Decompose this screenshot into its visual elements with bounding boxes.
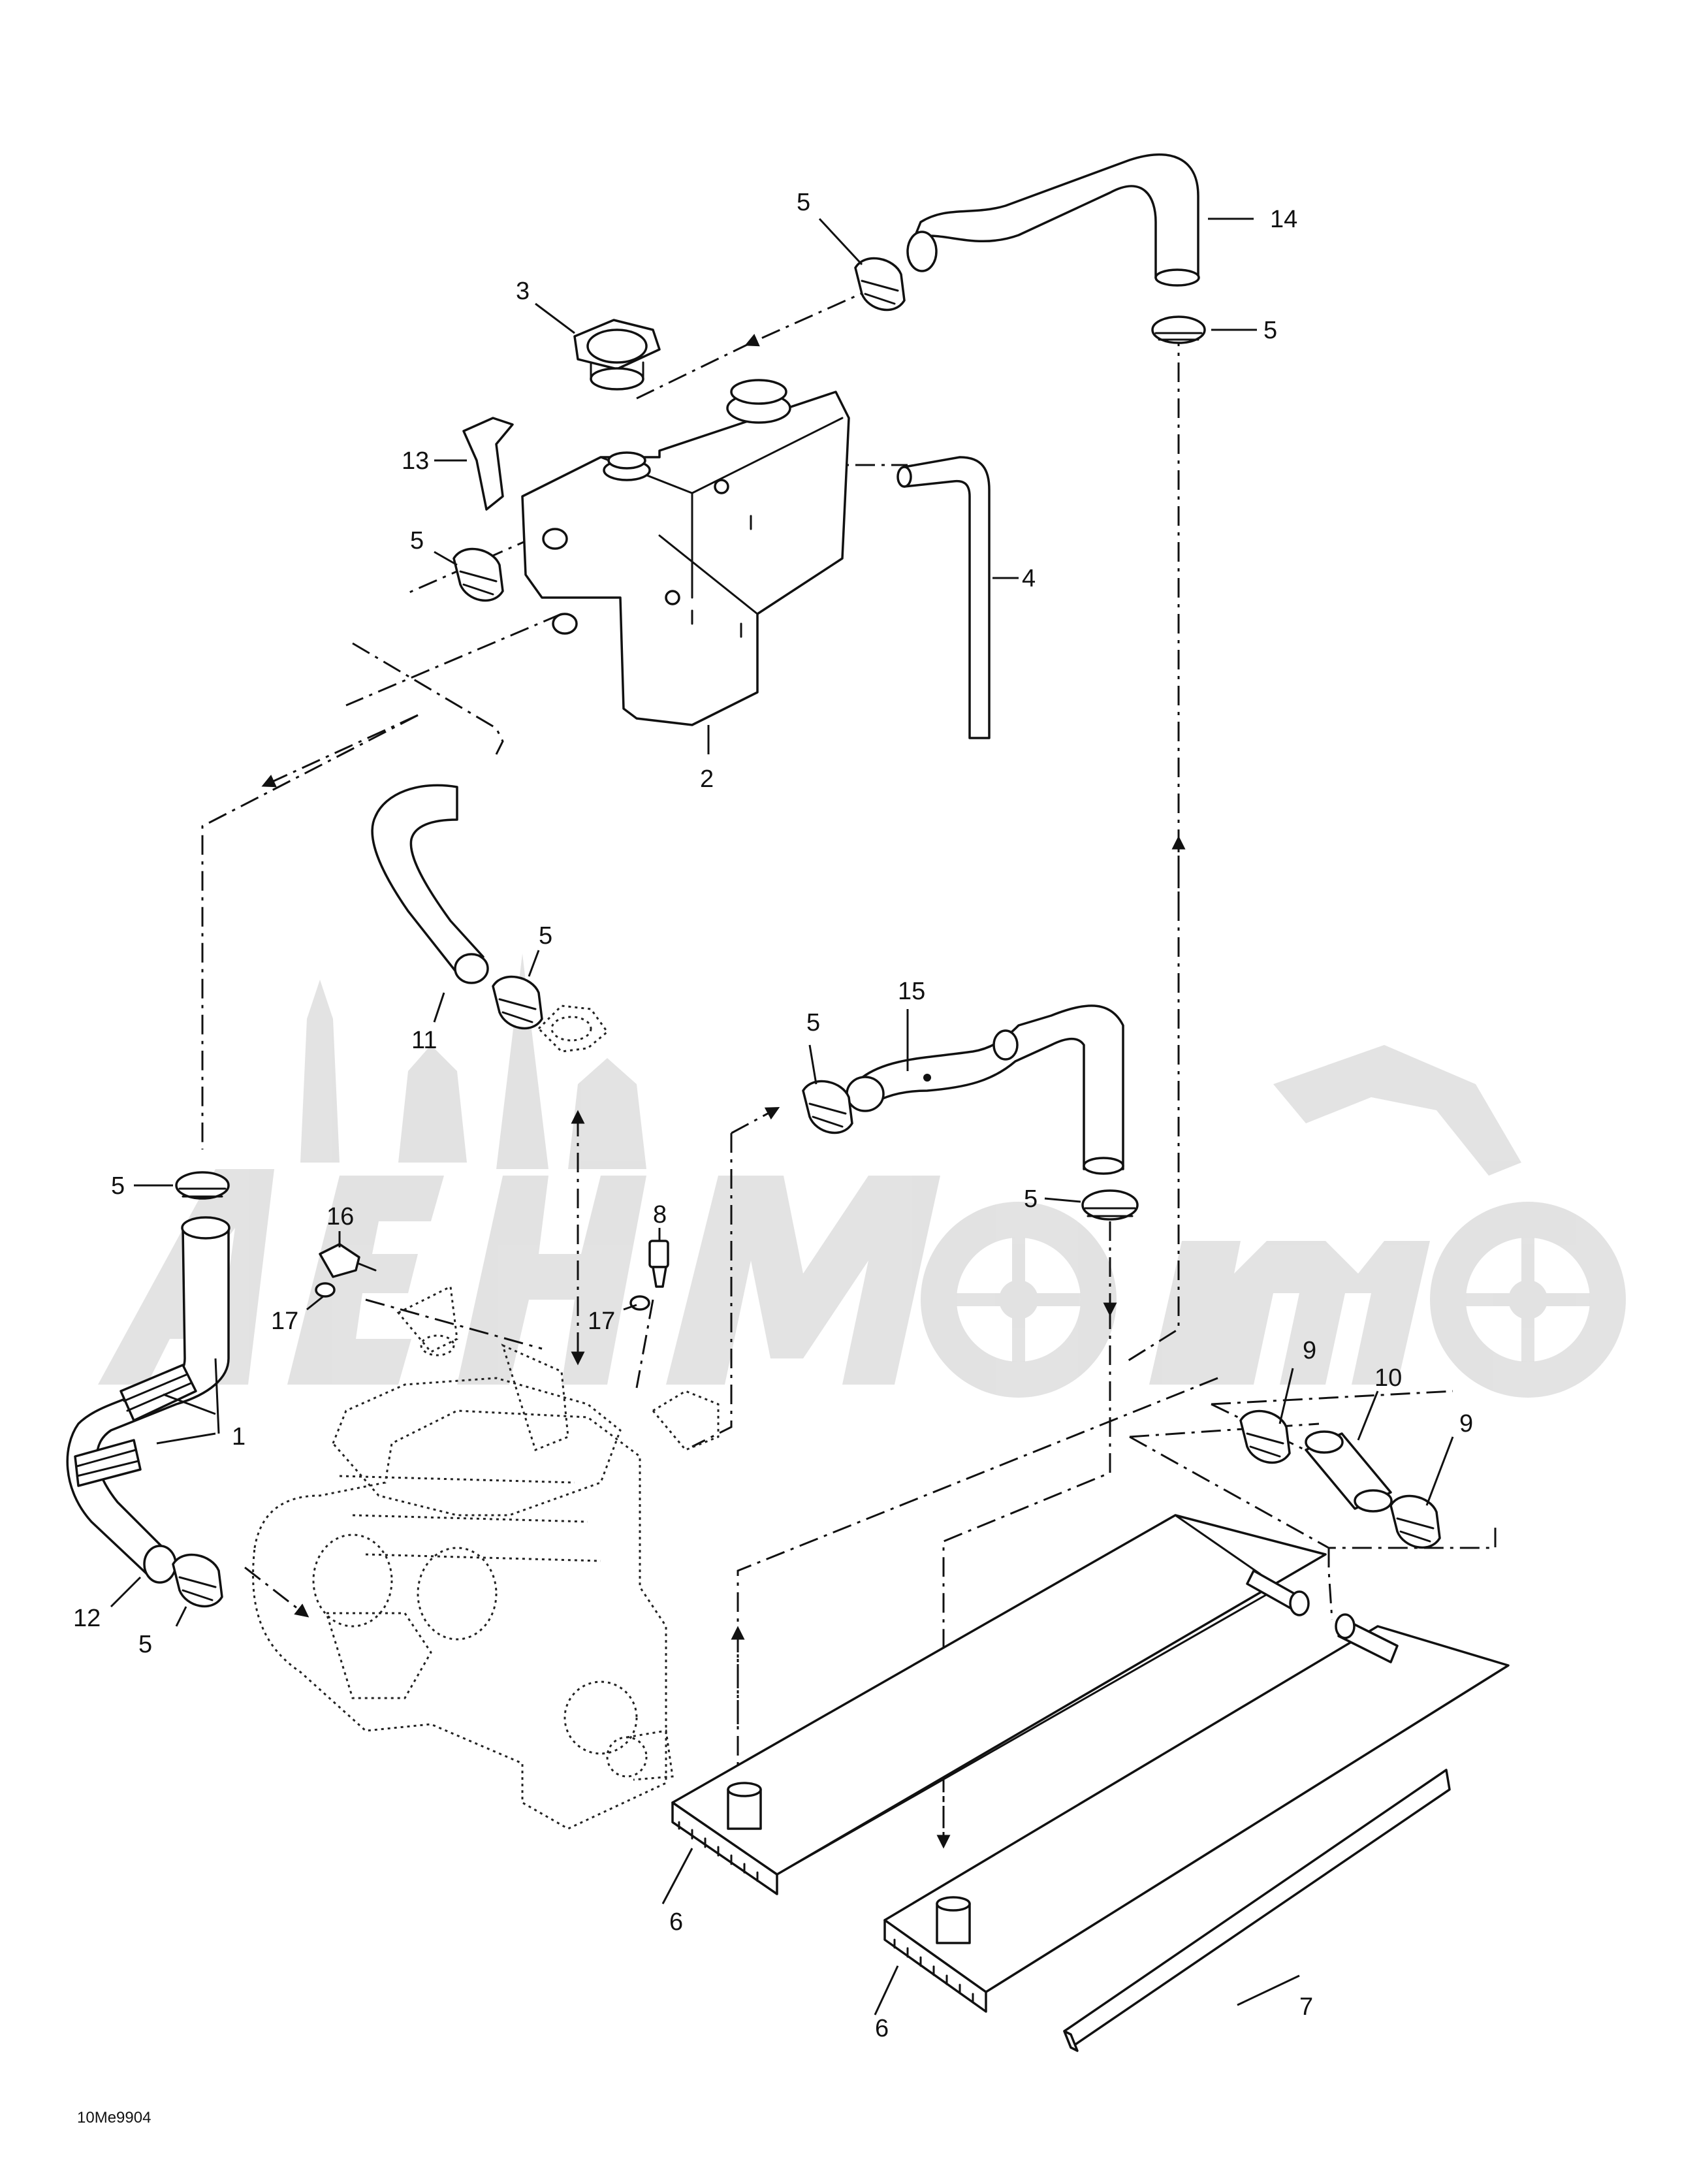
callout-11: 11 <box>411 1027 437 1054</box>
part-9-clamp-right <box>1389 1494 1441 1549</box>
part-16-temperature-sensor <box>319 1243 377 1278</box>
callout-15: 15 <box>898 978 925 1005</box>
part-5-clamp-hose15-lower <box>1081 1189 1139 1221</box>
callout-13: 13 <box>402 447 429 475</box>
callout-labels: 1 2 3 4 5 5 5 5 5 5 5 5 6 6 7 8 9 9 10 1… <box>73 189 1473 2042</box>
engine-block <box>252 1285 720 1830</box>
callout-2: 2 <box>700 765 714 793</box>
part-5-clamp-top-right <box>1151 315 1206 344</box>
callout-6-lower: 6 <box>875 2015 889 2042</box>
part-10-connector-tube <box>1305 1430 1393 1513</box>
callout-4: 4 <box>1022 565 1036 592</box>
watermark-wheel-spokes <box>957 1238 1590 1362</box>
part-5-clamp-hose11 <box>492 975 543 1030</box>
callout-6-upper: 6 <box>669 1908 683 1936</box>
callout-5-left: 5 <box>111 1172 125 1200</box>
callout-14: 14 <box>1270 206 1297 233</box>
thermostat-housing <box>537 1004 609 1053</box>
callout-9-left: 9 <box>1303 1337 1316 1364</box>
part-15-hose <box>846 1004 1124 1175</box>
part-7-rail <box>1063 1769 1451 2052</box>
callout-5-hose11: 5 <box>539 922 552 950</box>
part-5-clamp-reservoir <box>452 547 504 602</box>
watermark-logo <box>98 954 1626 1398</box>
part-2-coolant-reservoir <box>521 379 850 726</box>
part-3-radiator-cap <box>573 319 661 391</box>
drawing-reference-code: 10Me9904 <box>77 2109 151 2127</box>
callout-7: 7 <box>1299 1993 1313 2021</box>
part-8-sensor <box>648 1240 669 1288</box>
part-5-clamp-left <box>175 1171 230 1200</box>
part-11-hose <box>371 784 489 984</box>
callout-5-top: 5 <box>797 189 810 216</box>
part-1-hose-sleeves <box>74 1364 197 1487</box>
callout-leader-lines <box>110 217 1454 2015</box>
part-13-strap <box>462 417 514 511</box>
callout-12: 12 <box>73 1605 101 1632</box>
callout-1: 1 <box>232 1423 246 1451</box>
part-5-clamp-bottom-left <box>172 1553 223 1608</box>
part-4-overflow-tube <box>897 456 991 739</box>
callout-3: 3 <box>516 278 530 305</box>
callout-5-reservoir: 5 <box>410 527 424 554</box>
part-17-washer-left <box>315 1282 336 1298</box>
callout-10: 10 <box>1374 1364 1402 1392</box>
part-5-clamp-hose15 <box>802 1080 853 1134</box>
part-6-radiator-upper <box>671 1514 1327 1895</box>
part-17-washer-right <box>629 1295 650 1311</box>
part-9-clamp-left <box>1239 1409 1291 1464</box>
callout-5-hose15-lower: 5 <box>1024 1185 1038 1213</box>
callout-5-bottom-left: 5 <box>138 1631 152 1658</box>
callout-5-top-right: 5 <box>1263 317 1277 344</box>
callout-16: 16 <box>326 1203 354 1230</box>
callout-9-right: 9 <box>1459 1410 1473 1437</box>
callout-5-hose15: 5 <box>806 1009 820 1036</box>
part-6-radiator-lower <box>883 1613 1510 2013</box>
callout-17-right: 17 <box>588 1308 615 1335</box>
part-5-clamp-top <box>854 257 906 312</box>
callout-8: 8 <box>653 1201 667 1228</box>
part-14-hose <box>906 153 1200 287</box>
callout-17-left: 17 <box>271 1308 298 1335</box>
